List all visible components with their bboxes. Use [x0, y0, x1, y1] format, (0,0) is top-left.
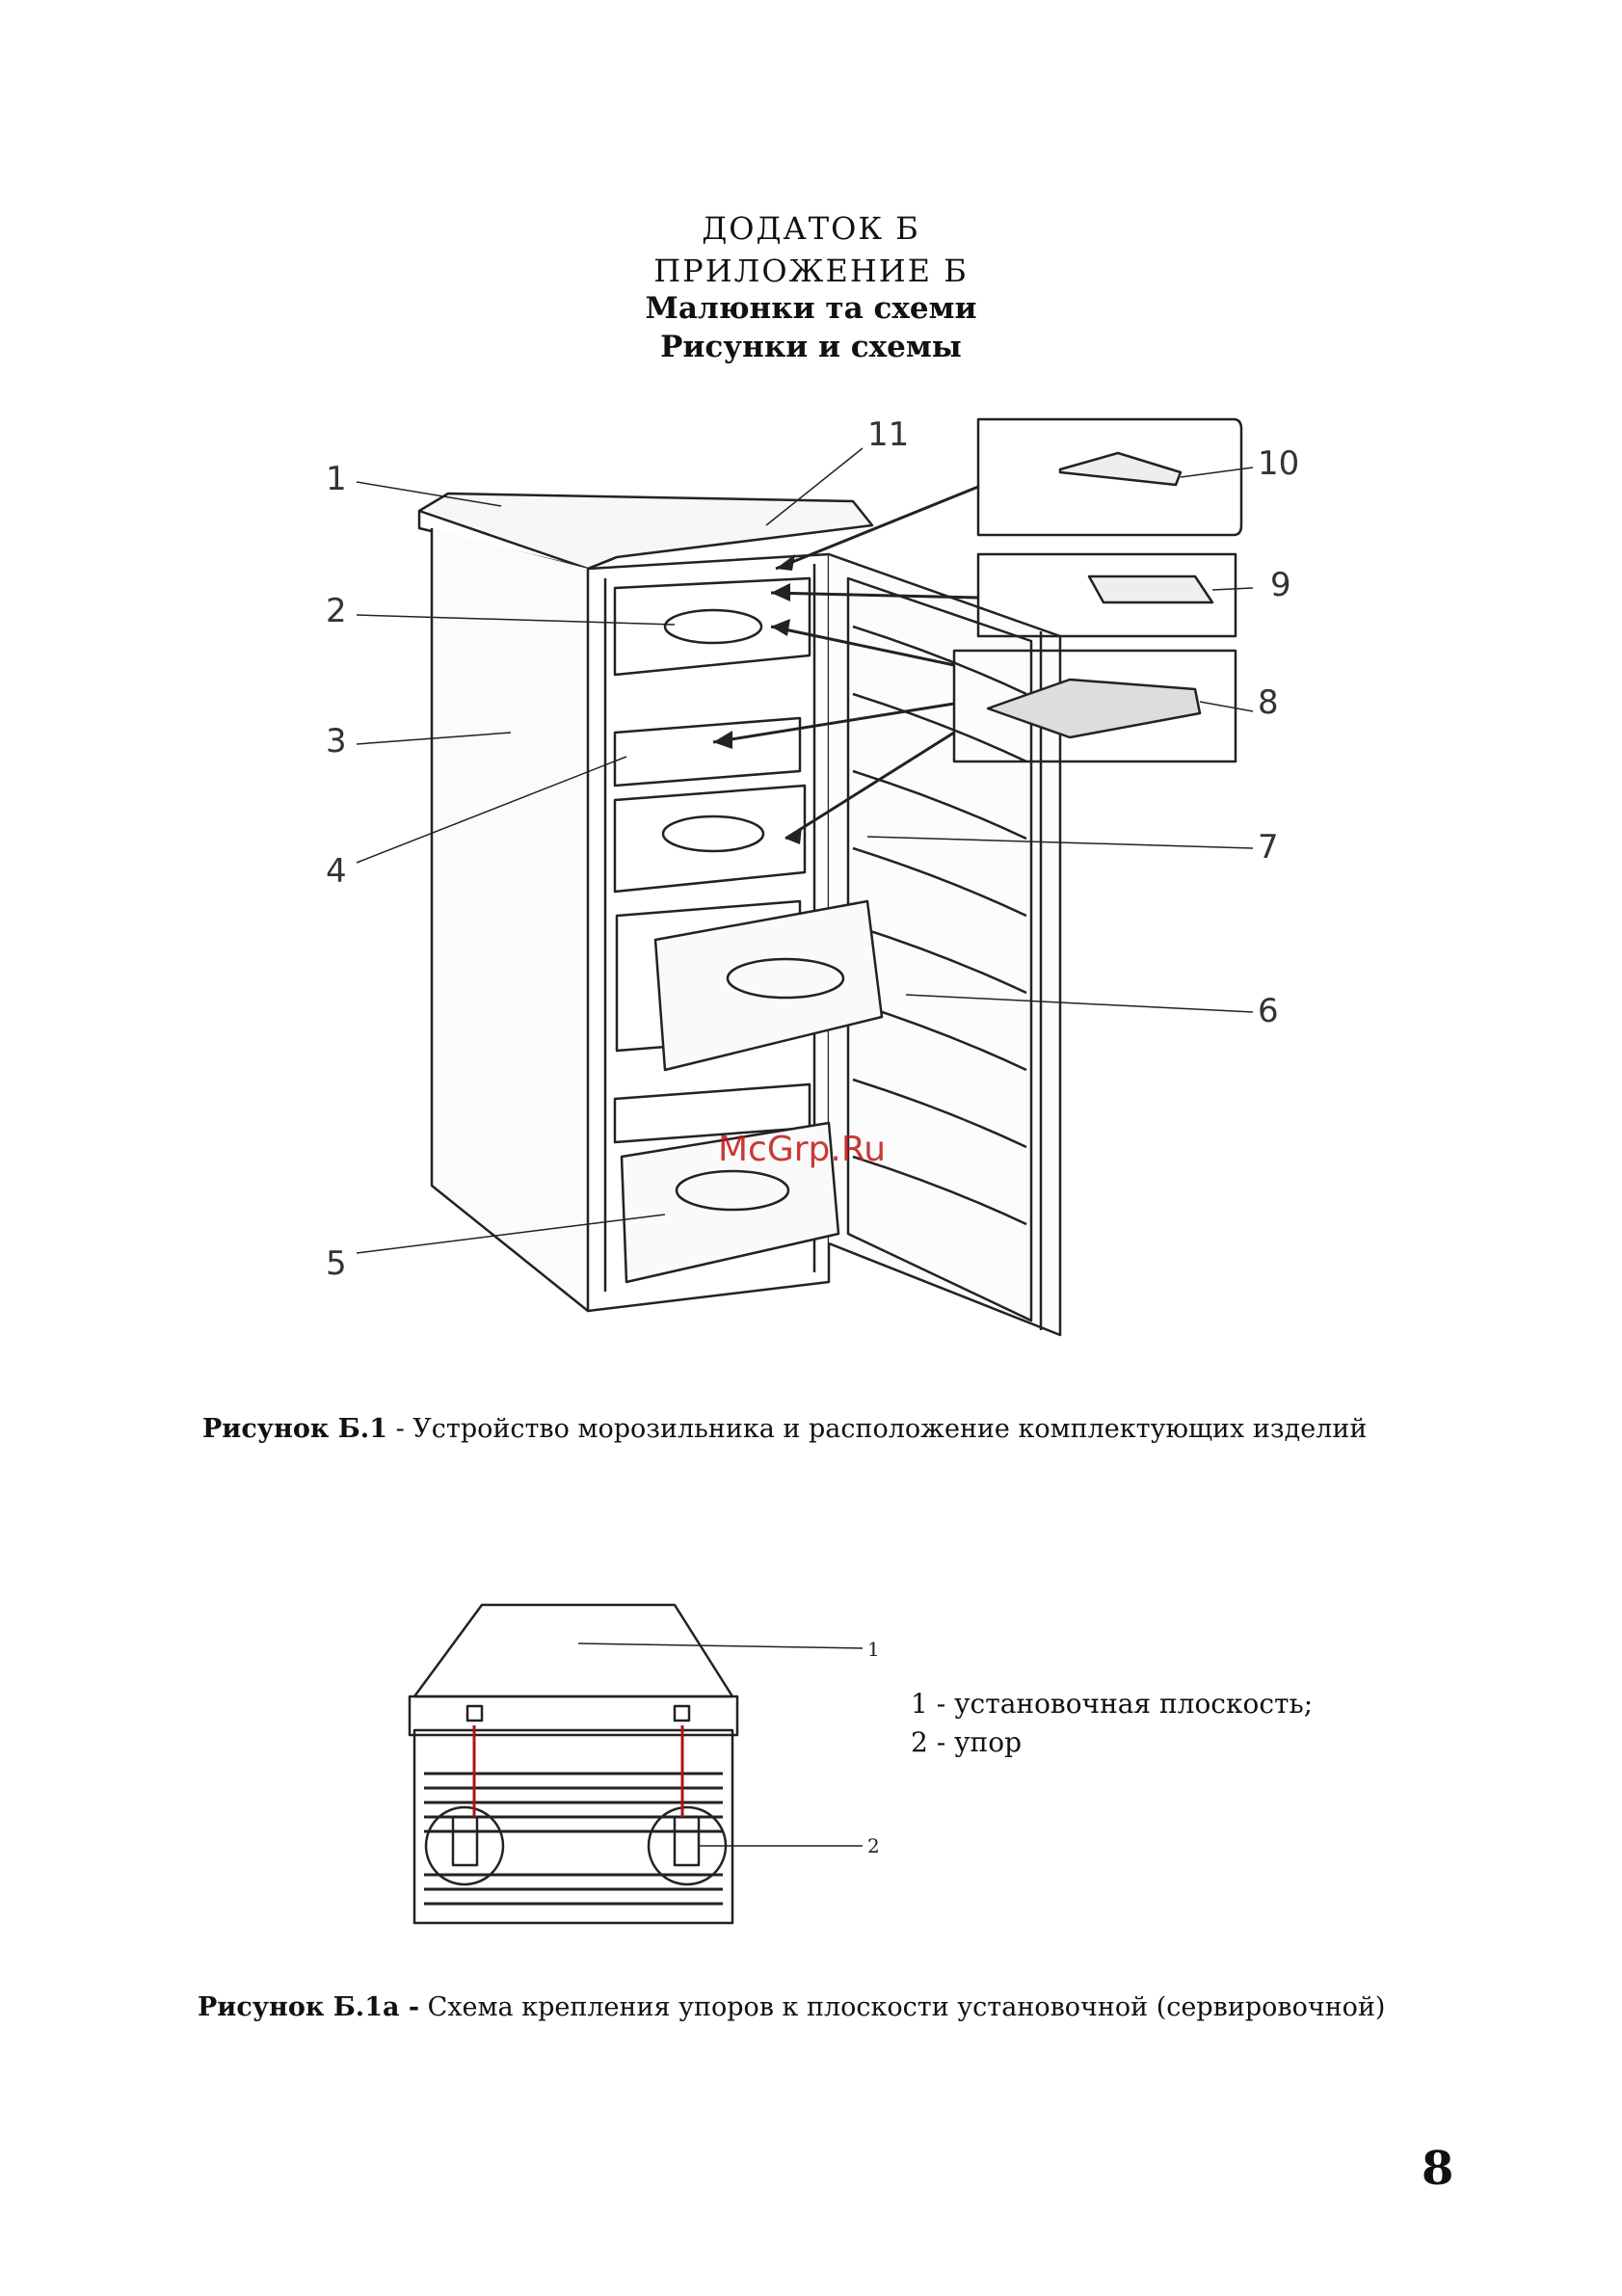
- callout-label: 3: [326, 722, 347, 761]
- figure-caption: Рисунок Б.1 - Устройство морозильника и …: [202, 1414, 1367, 1444]
- page-number: 8: [1422, 2142, 1453, 2196]
- callout-label: 6: [1258, 992, 1279, 1030]
- callout-label: 1: [867, 1638, 880, 1661]
- figure-label: Рисунок Б.1: [202, 1414, 387, 1444]
- figure-legend: 1 - установочная плоскость; 2 - упор: [911, 1685, 1313, 1762]
- callout-label: 10: [1258, 444, 1299, 483]
- callout-label: 11: [867, 415, 909, 454]
- callout-label: 1: [326, 460, 347, 498]
- callout-label: 2: [326, 592, 347, 630]
- figure-caption: Рисунок Б.1а - Схема крепления упоров к …: [198, 1992, 1385, 2022]
- callout-label: 4: [326, 852, 347, 891]
- callout-label: 7: [1258, 828, 1279, 867]
- callout-label: 8: [1258, 683, 1279, 722]
- callout-label: 5: [326, 1244, 347, 1283]
- legend-item: 2 - упор: [911, 1723, 1313, 1762]
- watermark: McGrp.Ru: [718, 1130, 886, 1169]
- legend-item: 1 - установочная плоскость;: [911, 1685, 1313, 1723]
- figure-label: Рисунок Б.1а -: [198, 1992, 419, 2022]
- figure-caption-text: Схема крепления упоров к плоскости устан…: [419, 1992, 1385, 2022]
- callout-label: 2: [867, 1834, 880, 1857]
- callout-label: 9: [1270, 566, 1291, 604]
- figure-caption-text: - Устройство морозильника и расположение…: [387, 1414, 1367, 1444]
